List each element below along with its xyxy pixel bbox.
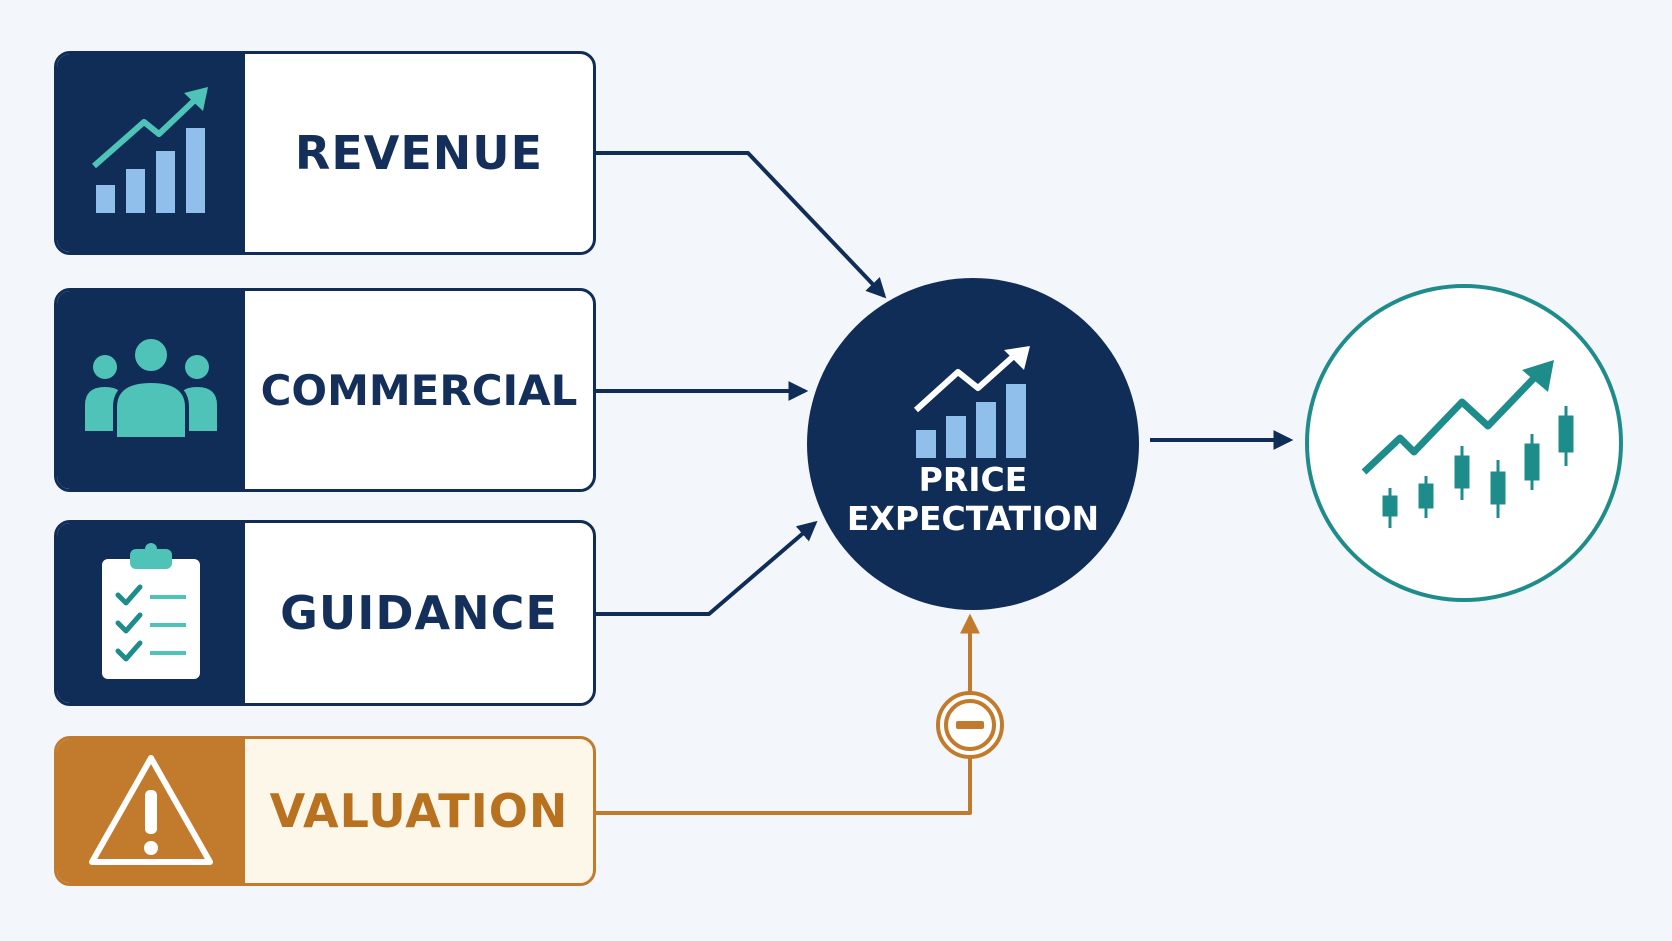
arrow-guidance-to-price (596, 520, 818, 616)
factor-card-revenue: REVENUE (54, 51, 596, 255)
growth-chart-icon (913, 346, 1030, 458)
growth-chart-icon (92, 87, 208, 213)
market-outcome-node (1305, 284, 1623, 602)
candlestick-trend-icon (1361, 360, 1574, 528)
factor-icon-panel (57, 54, 245, 252)
factor-label: COMMERCIAL (260, 365, 578, 415)
arrow-valuation-to-price (596, 613, 980, 815)
factor-card-commercial: COMMERCIAL (54, 288, 596, 492)
minus-icon (936, 691, 1004, 759)
factor-card-guidance: GUIDANCE (54, 520, 596, 706)
price-expectation-node: PRICE EXPECTATION (807, 278, 1139, 610)
factor-icon-panel (57, 291, 245, 489)
price-expectation-title-line1: PRICE (918, 460, 1028, 499)
factor-label: GUIDANCE (280, 586, 558, 640)
warning-icon (89, 755, 213, 865)
team-icon (85, 335, 217, 441)
factor-icon-panel (57, 523, 245, 703)
price-expectation-title-line2: EXPECTATION (846, 499, 1100, 538)
arrow-revenue-to-price (596, 151, 887, 299)
factor-card-valuation: VALUATION (54, 736, 596, 886)
factor-label: REVENUE (294, 126, 544, 180)
checklist-clipboard-icon (102, 543, 200, 679)
factor-label: VALUATION (269, 784, 569, 838)
factor-icon-panel (57, 739, 245, 883)
